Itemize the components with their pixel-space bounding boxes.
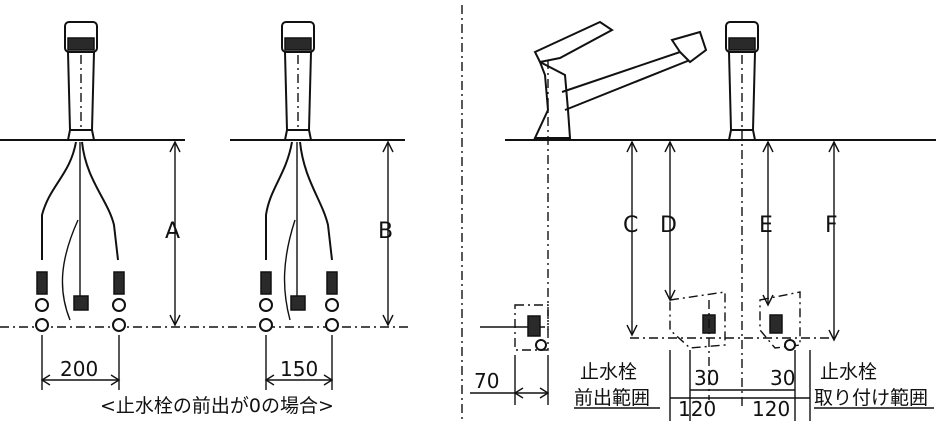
dimension-30-right: 30 bbox=[742, 350, 796, 421]
svg-text:150: 150 bbox=[280, 357, 318, 381]
svg-text:70: 70 bbox=[474, 369, 499, 393]
faucet-side-view-2 bbox=[259, 21, 339, 332]
dimension-a: A bbox=[165, 140, 181, 327]
note-mount-range: 止水栓 取り付け範囲 bbox=[814, 361, 934, 409]
note-front-range: 止水栓 前出範囲 bbox=[574, 361, 660, 409]
dimension-e: E bbox=[759, 140, 774, 307]
faucet-side-view-1 bbox=[35, 21, 126, 332]
svg-text:120: 120 bbox=[678, 397, 716, 421]
svg-text:A: A bbox=[165, 219, 180, 244]
dimension-30-left: 30 bbox=[689, 350, 742, 421]
dimension-200: 200 bbox=[40, 335, 121, 390]
valve-mount-range-1 bbox=[669, 291, 726, 400]
valve-front-range bbox=[480, 304, 549, 351]
svg-text:F: F bbox=[825, 213, 838, 238]
svg-text:取り付け範囲: 取り付け範囲 bbox=[814, 387, 928, 409]
svg-text:止水栓: 止水栓 bbox=[580, 361, 637, 383]
faucet-front-view bbox=[533, 20, 708, 330]
dimension-150: 150 bbox=[264, 335, 334, 390]
dimension-b: B bbox=[378, 140, 394, 327]
svg-text:止水栓: 止水栓 bbox=[820, 361, 877, 383]
faucet-side-view-3 bbox=[725, 21, 759, 410]
svg-text:30: 30 bbox=[770, 366, 795, 390]
dimension-120: 120 120 bbox=[669, 350, 811, 421]
svg-text:前出範囲: 前出範囲 bbox=[574, 387, 650, 409]
svg-text:30: 30 bbox=[694, 366, 719, 390]
dimension-d: D bbox=[660, 140, 677, 302]
svg-text:200: 200 bbox=[60, 357, 98, 381]
svg-text:D: D bbox=[660, 213, 677, 238]
svg-text:B: B bbox=[378, 219, 393, 244]
valve-mount-range-2 bbox=[759, 291, 801, 351]
left-caption: <止水栓の前出が0の場合> bbox=[100, 395, 334, 417]
dimension-c: C bbox=[623, 140, 638, 337]
svg-text:C: C bbox=[623, 213, 638, 238]
svg-text:E: E bbox=[759, 213, 773, 238]
dimension-f: F bbox=[825, 140, 840, 342]
svg-text:120: 120 bbox=[752, 397, 790, 421]
dimension-70: 70 bbox=[470, 355, 550, 405]
